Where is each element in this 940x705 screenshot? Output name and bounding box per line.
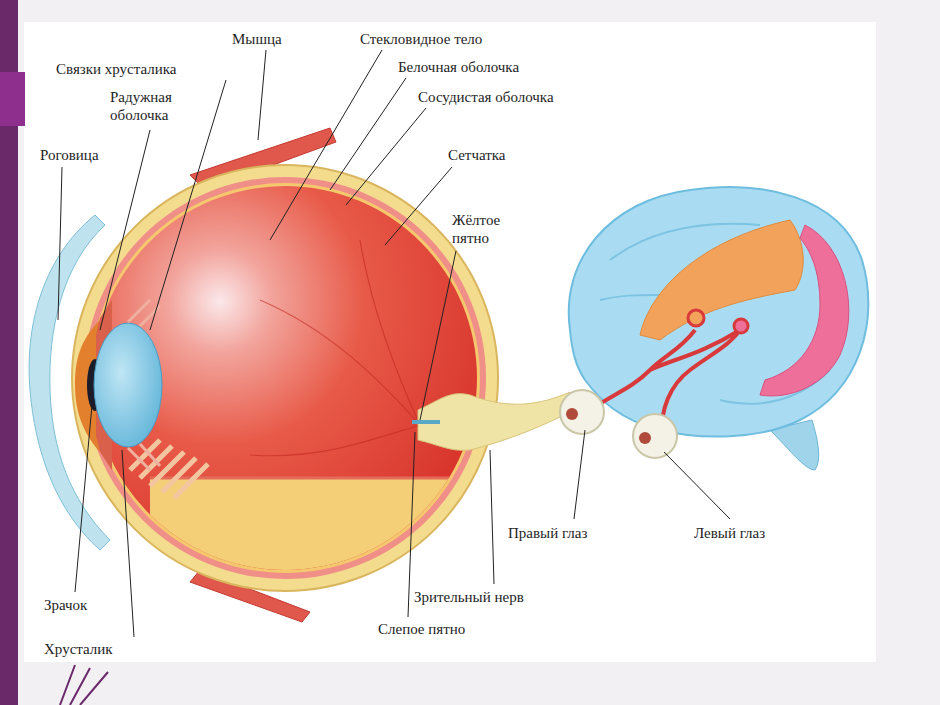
deco-lines: [60, 665, 108, 705]
part-label: Сосудистая оболочка: [418, 88, 554, 106]
part-label: Жёлтое пятно: [452, 211, 518, 247]
side-accent: [0, 72, 25, 126]
optic-nerve: [418, 392, 574, 450]
part-label: Сетчатка: [448, 146, 506, 164]
right-eye: [560, 390, 604, 434]
lens: [94, 323, 162, 447]
left-eye: [633, 414, 677, 458]
part-label: Зрачок: [44, 596, 87, 614]
part-label: Правый глаз: [508, 524, 587, 542]
part-label: Хрусталик: [44, 640, 113, 658]
part-label: Мышца: [232, 30, 282, 48]
brain: [569, 187, 869, 436]
lens-ligaments: [128, 300, 160, 470]
leader-lines: [58, 50, 730, 637]
part-label: Зрительный нерв: [414, 588, 524, 606]
part-label: Связки хрусталика: [56, 60, 177, 78]
part-label: Роговица: [40, 146, 99, 164]
part-label: Левый глаз: [694, 524, 765, 542]
part-label: Радужная оболочка: [110, 88, 190, 124]
part-label: Слепое пятно: [378, 620, 465, 638]
part-label: Стекловидное тело: [360, 30, 482, 48]
part-label: Белочная оболочка: [398, 58, 519, 76]
visual-cortex-pink: [760, 225, 849, 396]
cutaway: [150, 478, 490, 598]
visual-cortex-orange: [640, 220, 803, 340]
slide-panel: [24, 22, 876, 662]
